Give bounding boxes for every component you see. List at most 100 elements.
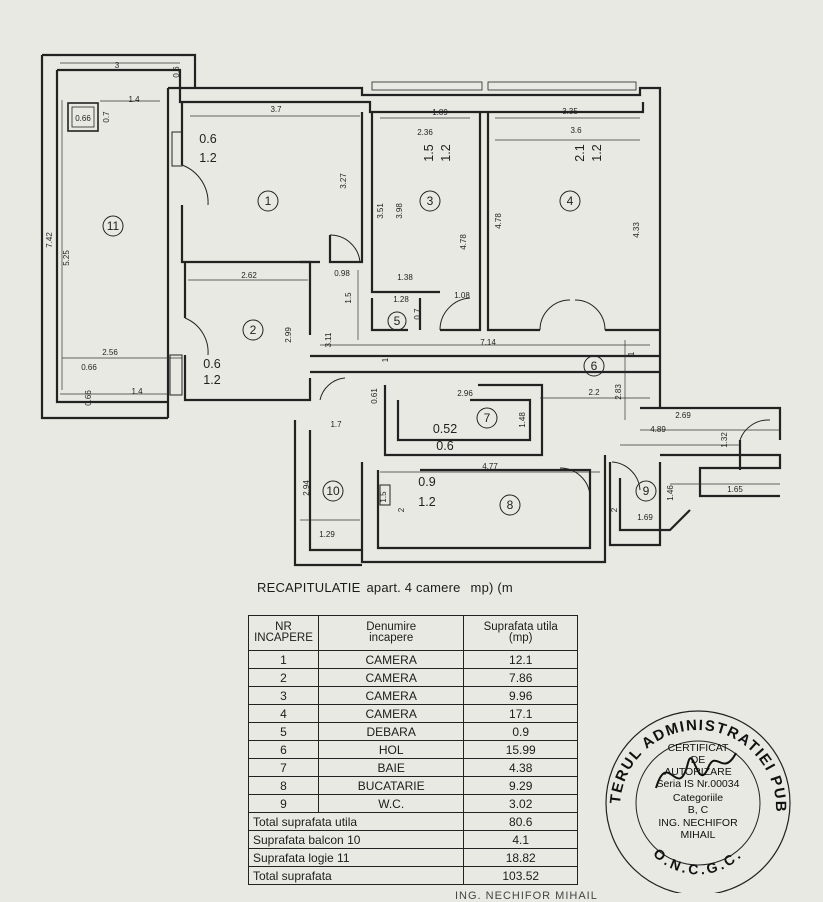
dim-label: 2.36 <box>417 128 433 137</box>
dim-label: 1.5 <box>379 491 388 503</box>
row-name: DEBARA <box>317 722 465 741</box>
dim-label: 3.6 <box>570 126 582 135</box>
row-nr: 2 <box>248 668 319 687</box>
dim-label: 0.61 <box>370 388 379 404</box>
dim-label: 3.35 <box>562 107 578 116</box>
dim-label: 3.98 <box>395 203 404 219</box>
dim-label: 7.14 <box>480 338 496 347</box>
dim-label: 0.7 <box>102 111 111 123</box>
dim-label: 0.66 <box>84 390 93 406</box>
window-icon <box>379 484 391 506</box>
authorization-stamp: MINISTERUL ADMINISTRATIEI PUBLICE O.N.C.… <box>598 708 791 893</box>
total-value: 18.82 <box>463 848 578 867</box>
dim-label: 0.98 <box>334 269 350 278</box>
recap-title-tail: mp) (m <box>470 580 513 595</box>
recap-title-rest: apart. 4 camere <box>366 580 461 595</box>
stamp-line: CERTIFICAT <box>668 742 729 754</box>
row-name: HOL <box>317 740 465 759</box>
row-nr: 9 <box>248 794 319 813</box>
row-area: 7.86 <box>463 668 578 687</box>
row-area: 12.1 <box>463 650 578 669</box>
dim-label: 4.89 <box>650 425 666 434</box>
recap-table: NR INCAPERE Denumire incapere Suprafata … <box>247 615 578 885</box>
dim-label: 1.69 <box>637 513 653 522</box>
row-name: W.C. <box>317 794 465 813</box>
room3-window-width: 1.5 <box>422 144 436 161</box>
handwritten-signature <box>655 752 737 789</box>
stamp-line: ING. NECHIFOR <box>658 817 738 829</box>
window-icon <box>171 131 183 167</box>
dim-label: 4.77 <box>482 462 498 471</box>
row-area: 0.9 <box>463 722 578 741</box>
header-nr: NR INCAPERE <box>248 615 319 651</box>
window-icon <box>371 81 483 91</box>
room1-window-width: 0.6 <box>199 132 216 146</box>
room-markers <box>102 190 657 516</box>
walls <box>40 53 782 567</box>
dim-label: 0.7 <box>413 308 422 320</box>
row-name: CAMERA <box>317 668 465 687</box>
dim-label: 1 <box>381 357 390 362</box>
dim-label: 3 <box>115 61 120 70</box>
row-area: 15.99 <box>463 740 578 759</box>
dim-label: 1.7 <box>330 420 342 429</box>
room-number-2: 2 <box>250 323 257 337</box>
room-number-6: 6 <box>591 359 598 373</box>
dim-label: 1.08 <box>454 291 470 300</box>
floor-plan: 11 1 2 3 4 5 6 7 8 9 10 0.6 1.2 0.6 1.2 … <box>40 53 782 567</box>
room-number-7: 7 <box>484 411 491 425</box>
dim-label: 4.33 <box>632 222 641 238</box>
room-number-5: 5 <box>394 314 401 328</box>
dim-label: 2.94 <box>302 480 311 496</box>
room-number-4: 4 <box>567 194 574 208</box>
dim-label: 2.99 <box>284 327 293 343</box>
total-label: Suprafata logie 11 <box>247 848 465 867</box>
row-area: 9.96 <box>463 686 578 705</box>
dim-label: 1.32 <box>720 432 729 448</box>
dim-label: 2.62 <box>241 271 257 280</box>
dim-label: 1.65 <box>727 485 743 494</box>
total-value: 80.6 <box>463 812 578 831</box>
stamp-line: Seria IS Nr.00034 <box>657 778 740 790</box>
dim-label: 0.66 <box>81 363 97 372</box>
dim-label: 5.25 <box>62 250 71 266</box>
stamp-line: MIHAIL <box>680 829 715 841</box>
room8-window-width: 0.9 <box>418 475 435 489</box>
row-area: 9.29 <box>463 776 578 795</box>
row-nr: 8 <box>248 776 319 795</box>
room-number-10: 10 <box>326 484 340 498</box>
dim-label: 1.89 <box>432 108 448 117</box>
header-area: Suprafata utila (mp) <box>463 615 578 651</box>
row-name: BAIE <box>317 758 465 777</box>
room4-window-height: 1.2 <box>590 144 604 161</box>
chimney-block <box>67 102 99 132</box>
dim-label: 0.6 <box>172 66 181 78</box>
row-nr: 3 <box>248 686 319 705</box>
room7-window-width: 0.52 <box>433 422 457 436</box>
total-value: 4.1 <box>463 830 578 849</box>
room8-window-height: 1.2 <box>418 495 435 509</box>
row-name: BUCATARIE <box>317 776 465 795</box>
dim-label: 4.78 <box>459 234 468 250</box>
dim-label: 1.28 <box>393 295 409 304</box>
svg-text:O.N.C.G.C.: O.N.C.G.C. <box>650 845 745 878</box>
dim-label: 2.69 <box>675 411 691 420</box>
row-area: 17.1 <box>463 704 578 723</box>
dim-label: 2.2 <box>588 388 600 397</box>
dim-label: 1.4 <box>128 95 140 104</box>
footer-signature-name: ING. NECHIFOR MIHAIL <box>455 890 598 902</box>
door-swings <box>181 164 771 496</box>
dim-label: 3.27 <box>339 173 348 189</box>
